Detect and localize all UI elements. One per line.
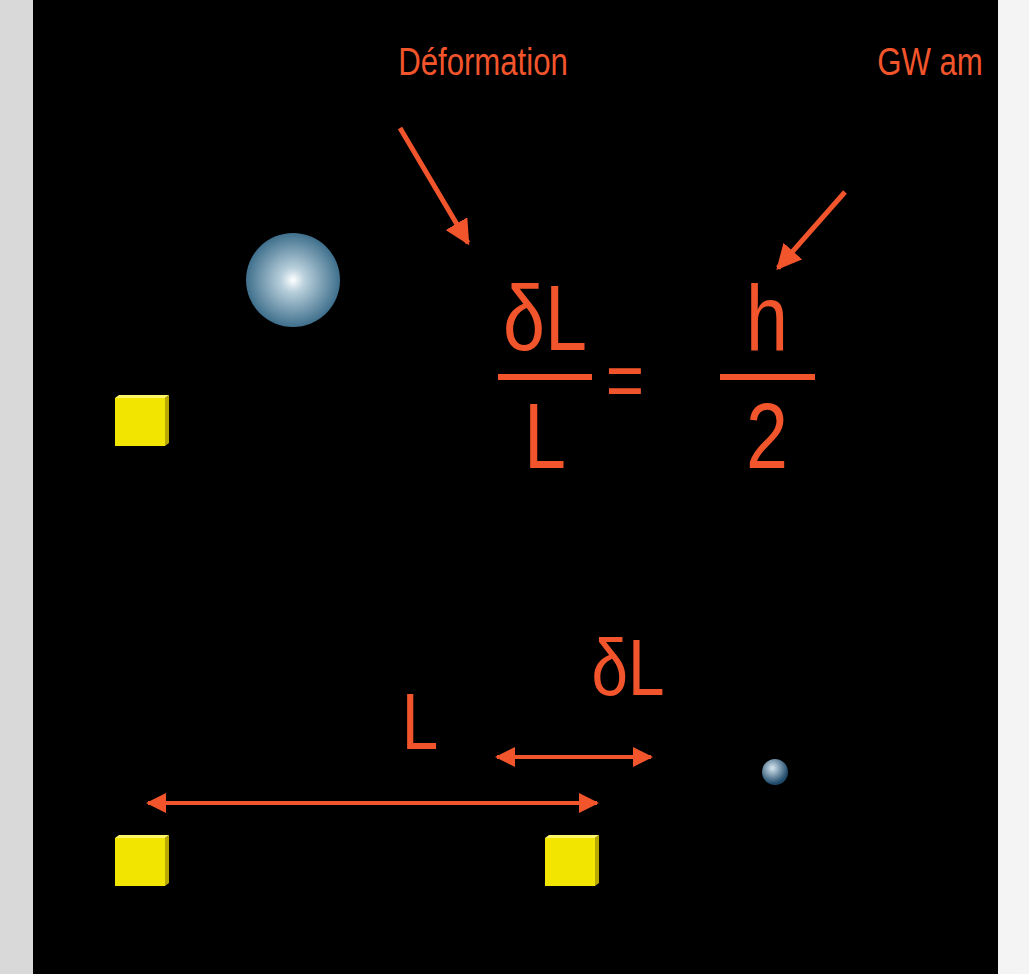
black-panel: [33, 0, 998, 974]
length-arrow: [148, 801, 597, 805]
leader-arrow: [778, 192, 845, 268]
star-sphere: [246, 233, 340, 327]
formula-term: δL: [503, 272, 587, 364]
dimension-label: δL: [591, 628, 664, 708]
formula-sign: =: [606, 340, 644, 420]
formula-term: h: [746, 272, 788, 364]
formula-term: L: [524, 390, 566, 482]
dimension-label: L: [402, 682, 438, 762]
delta-arrow: [497, 755, 651, 759]
earth: [762, 759, 788, 785]
test-mass-cube: [115, 835, 169, 886]
fraction-bar: [720, 374, 815, 380]
caption-label: GW am: [877, 43, 983, 81]
fraction-bar: [498, 374, 592, 380]
formula-term: 2: [746, 390, 788, 482]
test-mass-cube: [115, 395, 169, 446]
leader-arrow: [400, 128, 468, 243]
caption-label: Déformation: [398, 43, 568, 81]
test-mass-cube: [545, 835, 599, 886]
